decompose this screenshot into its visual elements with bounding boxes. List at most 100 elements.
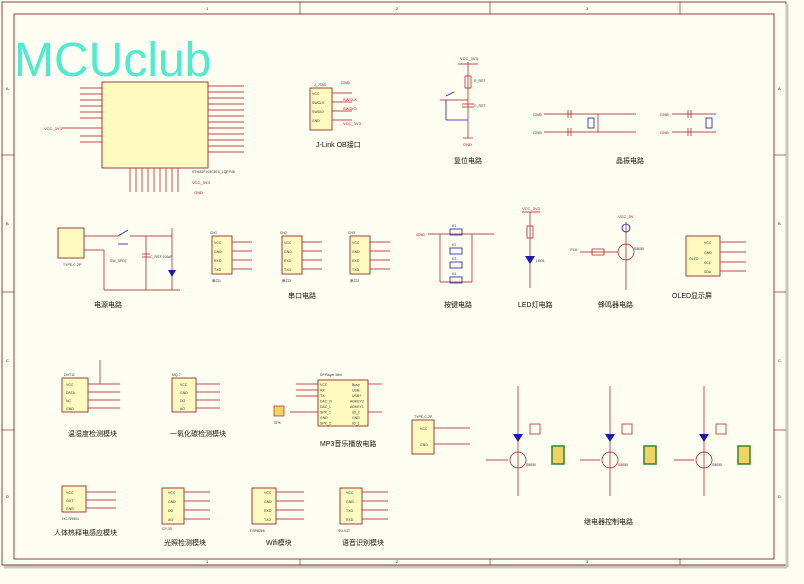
drawing-frame [13, 13, 775, 560]
key-4 [449, 276, 463, 284]
crystal-gnd-1: GND [533, 112, 542, 117]
oled-pin-1: VCC [704, 241, 712, 245]
zone-col-1-bottom: 1 [206, 559, 209, 564]
mp3-l-1: VCC [320, 383, 328, 387]
key-3-ref: K3 [452, 257, 456, 261]
uart2-name: 串口2 [282, 278, 291, 283]
uart3-ref: CH3 [348, 231, 355, 235]
wifi-block: ESP8266 VCC GND RXD TXD Wifi模块 [250, 487, 304, 547]
key-1-ref: K1 [452, 224, 456, 228]
zone-col-1: 1 [206, 6, 209, 11]
mp3-l-3: TX [320, 394, 325, 398]
light-pin-2: GND [168, 500, 176, 504]
mp3-l-5: DAC_L [320, 405, 331, 409]
zone-ticks [2, 2, 786, 565]
mp3-ref: DFPlayer Mini [320, 373, 342, 377]
light-pin-1: VCC [168, 491, 176, 495]
mp3-speaker [273, 405, 285, 417]
uart1-pin-1: VCC [214, 241, 222, 245]
buzzer-vcc: VCC_5V [618, 214, 634, 219]
temp-ref: DHT11 [64, 373, 75, 377]
uart1-ref: CH1 [210, 231, 217, 235]
crystal-gnd-3: GND [660, 112, 669, 117]
uart3-pin-3: RXD [352, 259, 360, 263]
power-cap [142, 253, 150, 258]
light-pin-4: AO [168, 518, 173, 522]
power-cap-ref: C_RST 100uF [150, 255, 172, 259]
relay-block: S8050 S8050 S8050 继电器控制电路 [486, 386, 751, 526]
light-ref: GY-30 [162, 527, 172, 531]
voice-pin-3: TXD [346, 509, 353, 513]
mcu-right-pins [208, 85, 244, 153]
pir-pin-1: VCC [66, 491, 74, 495]
co-pin-3: DO [180, 399, 186, 403]
led-vcc: VCC_3V3 [522, 206, 541, 211]
relay2-transistor: S8050 [618, 463, 628, 467]
type-c-block: TYPE-C-2P VCC GND [411, 415, 470, 455]
reset-button [445, 91, 468, 121]
oled-title: OLED显示屏 [672, 292, 712, 300]
reset-cap-ref: C_RST [474, 104, 486, 108]
voice-pin-2: GND [346, 500, 354, 504]
buzzer-transistor [617, 243, 635, 261]
mp3-title: MP3音乐播放电路 [320, 439, 376, 448]
voice-block: SU-03T VCC GND TXD RXD 语音识别模块 [338, 487, 388, 547]
mp3-r-7: GND [352, 416, 360, 420]
reset-vcc: VCC_3V3 [460, 56, 479, 61]
crystal-block: GND GND GND GND 晶振电路 [533, 110, 716, 165]
mp3-r-5: ADKEY1 [350, 405, 364, 409]
mcu-vcc-net: VCC_3V3 [192, 180, 211, 185]
crystal-main [587, 117, 595, 129]
led-title: LED灯电路 [518, 300, 553, 309]
crystal-gnd-4: GND [660, 130, 669, 135]
jlink-header [309, 87, 333, 131]
mcu-left-pins [62, 87, 102, 143]
zone-col-3: 3 [586, 6, 589, 11]
pir-ref: HC-SR501 [62, 517, 79, 521]
power-title: 电源电路 [94, 300, 122, 309]
type-c-ref: TYPE-C-2P [414, 415, 433, 419]
uart-header-2: CH2 VCC GND RXD TXD 串口2 [280, 231, 322, 283]
voice-pin-4: RXD [346, 518, 354, 522]
reset-res-ref: R_RST [474, 79, 486, 83]
reset-title: 复位电路 [454, 156, 482, 165]
relay1-transistor: S8050 [526, 463, 536, 467]
wifi-pin-4: TXD [264, 518, 271, 522]
zone-col-2: 2 [396, 6, 399, 11]
mcu-block: VCC_3V3 VCC_3V3 GND STM32F103C8T6_LQFP48 [44, 81, 244, 195]
jlink-pin-2: SWCLK [312, 101, 325, 105]
led-block: VCC_3V3 LED1 LED灯电路 [518, 206, 553, 309]
jlink-pin-1: VCC [312, 92, 320, 96]
pir-pin-2: OUT [66, 499, 74, 503]
zone-col-2-bottom: 2 [396, 559, 399, 564]
co-pin-2: GND [180, 391, 188, 395]
reset-capacitor [462, 103, 474, 108]
reset-block: VCC_3V3 R_RST C_RST GND 复位电路 [440, 56, 486, 165]
power-switch-ref: SW_SPDT [110, 259, 128, 263]
oled-ref: OLED [689, 257, 699, 261]
mcu-bottom-pins [129, 168, 179, 192]
keys-gnd: GND [416, 232, 425, 237]
temp-pin-3: NC [66, 399, 72, 403]
mp3-l-4: DAC_R [320, 400, 332, 404]
jlink-net-1: GND [341, 80, 350, 85]
oled-block: VCC GND SCL SDA OLED OLED显示屏 [672, 235, 746, 300]
key-2-ref: K2 [452, 243, 456, 247]
uart3-pin-4: TXD [352, 268, 359, 272]
jlink-pin-4: GND [312, 119, 320, 123]
uart3-pin-2: GND [352, 250, 360, 254]
buzzer-speaker [621, 223, 631, 233]
uart-header-3: CH3 VCC GND RXD TXD 串口3 [348, 231, 390, 283]
co-pin-4: AO [180, 407, 185, 411]
zone-row-c: C [6, 358, 9, 363]
buzzer-title: 蜂鸣器电路 [598, 300, 633, 309]
voice-title: 语音识别模块 [342, 538, 384, 547]
buzzer-resistor [591, 248, 605, 256]
oled-module [685, 235, 721, 277]
temp-title: 温湿度检测模块 [68, 429, 117, 438]
oled-pin-2: GND [704, 251, 712, 255]
wifi-pin-3: RXD [264, 509, 272, 513]
mp3-module [317, 379, 369, 427]
